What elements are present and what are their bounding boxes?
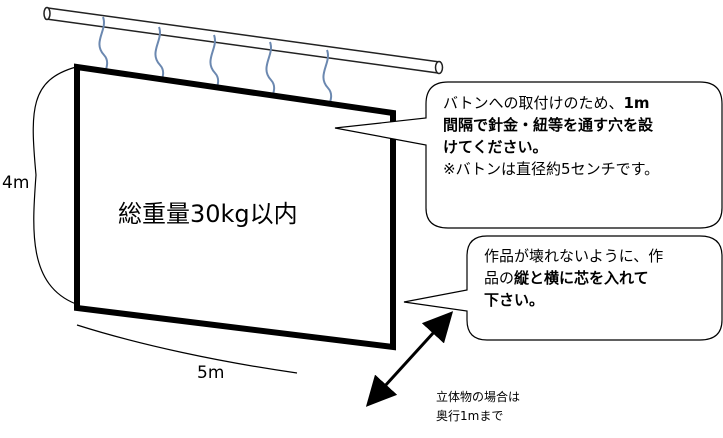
width-dimension-arc [76,324,298,374]
width-label: 5m [197,363,224,383]
callout-bottom-line1: 作品が壊れないように、作 [484,247,664,265]
callout-top-line4: ※バトンは直径約5センチです。 [443,160,660,178]
height-label: 4m [2,173,29,193]
callout-bottom-bubble [403,235,723,341]
baton-pole [43,6,444,75]
callout-top-text: バトンへの取付けのため、1m 間隔で針金・紐等を通す穴を設 けてください。 ※バ… [443,92,718,180]
callout-top-line1: バトンへの取付けのため、1m [443,92,718,114]
callout-bottom-line2-bold: 縦と横に芯を入れて [514,269,649,287]
callout-bottom-text: 作品が壊れないように、作 品の縦と横に芯を入れて 下さい。 [484,245,719,311]
depth-note-line2: 奥行1mまで [436,409,503,423]
depth-note-line1: 立体物の場合は [436,389,520,404]
callout-top-line2: 間隔で針金・紐等を通す穴を設 [443,116,654,134]
callout-bottom-line2: 品の縦と横に芯を入れて [484,267,719,289]
depth-arrow [365,311,454,407]
callout-top-line1-bold: 1m [623,94,650,112]
callout-top-line3: けてください。 [443,138,548,156]
callout-top-line1-normal: バトンへの取付けのため、 [443,94,624,112]
callout-top-bubble [334,81,723,229]
callout-bottom-line2-normal: 品の [484,269,515,287]
weight-label: 総重量30kg以内 [118,200,298,228]
callout-bottom-line3: 下さい。 [484,291,545,309]
height-dimension-arc [32,66,77,305]
